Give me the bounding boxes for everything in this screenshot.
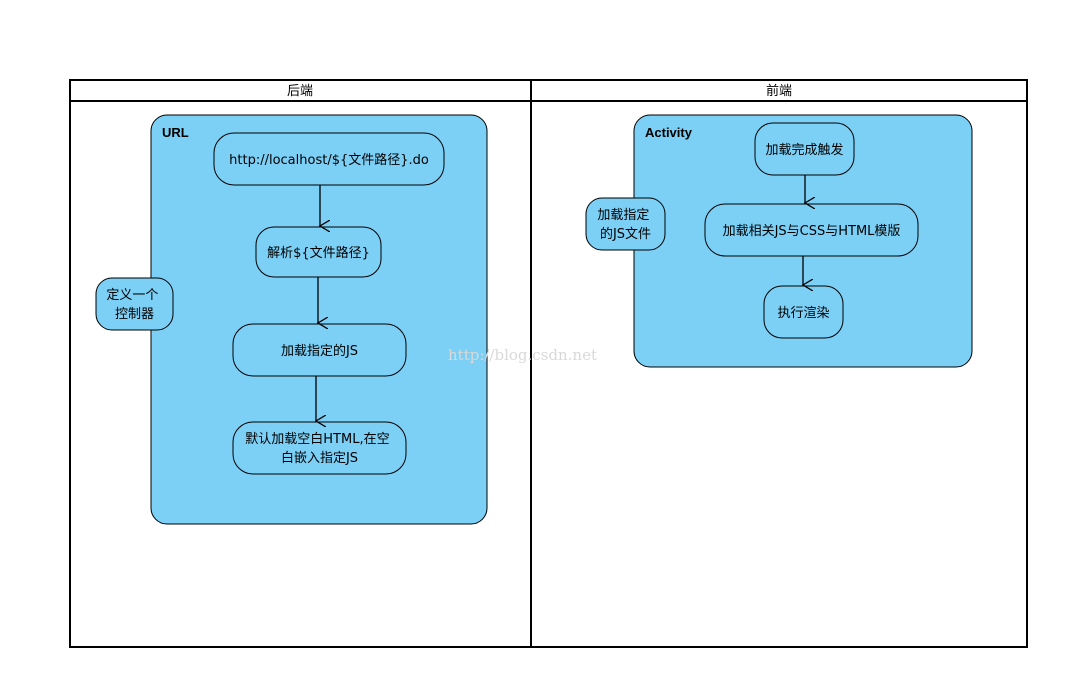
node-localhost-url-label: http://localhost/${文件路径}.do: [229, 152, 429, 168]
node-define-controller-label: 定义一个 控制器: [106, 288, 162, 322]
node-default-load-html-label: 默认加载空白HTML,在空 白嵌入指定JS: [245, 431, 393, 466]
node-load-templates-label: 加载相关JS与CSS与HTML模版: [723, 224, 901, 239]
node-default-load-html: 默认加载空白HTML,在空 白嵌入指定JS: [232, 421, 407, 475]
node-load-complete-trigger: 加载完成触发: [754, 122, 855, 176]
node-load-complete-trigger-label: 加载完成触发: [765, 142, 843, 158]
node-execute-render: 执行渲染: [763, 285, 844, 339]
node-parse-path-label: 解析${文件路径}: [267, 245, 370, 261]
node-define-controller: 定义一个 控制器: [95, 277, 174, 331]
node-execute-render-label: 执行渲染: [777, 306, 829, 321]
node-load-js-file: 加载指定 的JS文件: [585, 197, 666, 251]
region-url-title: URL: [162, 125, 189, 140]
lane-frontend-title: 前端: [766, 83, 792, 99]
node-load-specified-js-label: 加载指定的JS: [281, 343, 358, 359]
lane-backend-title: 后端: [287, 84, 313, 99]
node-parse-path: 解析${文件路径}: [255, 226, 382, 278]
region-activity-title: Activity: [645, 125, 693, 140]
node-load-js-file-label: 加载指定 的JS文件: [597, 208, 653, 242]
node-load-templates: 加载相关JS与CSS与HTML模版: [704, 203, 919, 257]
watermark-text: http://blog.csdn.net: [448, 346, 597, 364]
node-localhost-url: http://localhost/${文件路径}.do: [213, 132, 445, 186]
node-load-specified-js: 加载指定的JS: [232, 323, 407, 377]
